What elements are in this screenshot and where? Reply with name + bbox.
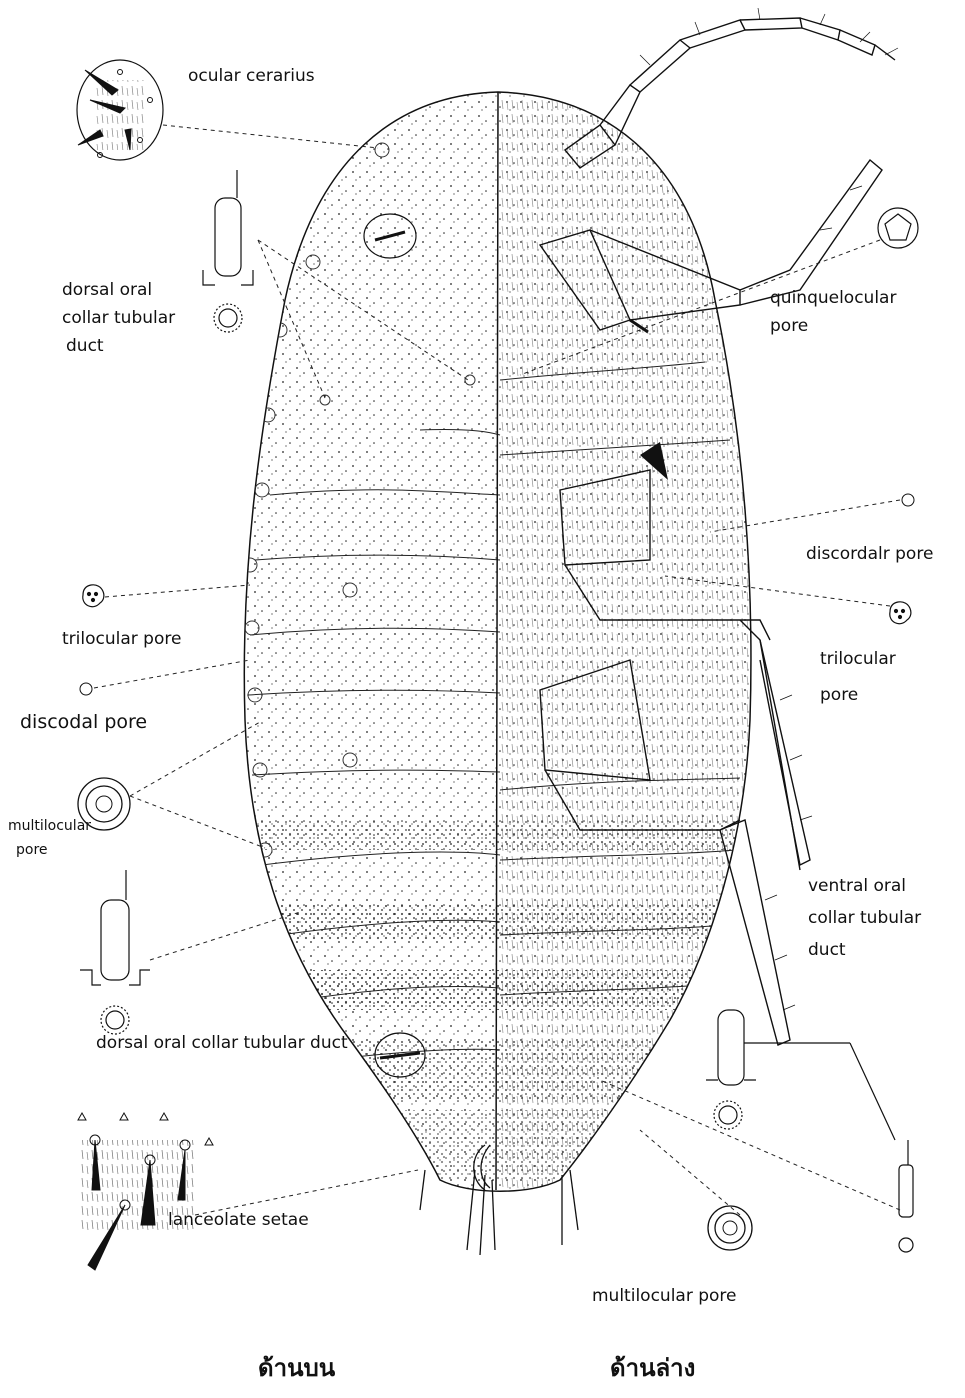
label-multilocular-pore-bottom: multilocular pore (592, 1282, 737, 1310)
label-line: dorsal oral (62, 276, 175, 304)
label-line: quinquelocular (770, 284, 896, 312)
discoidal-pore-icon-right (902, 494, 914, 506)
ocular-cerarius-inset (77, 60, 163, 160)
trilocular-pore-icon-left (83, 585, 104, 607)
label-line: collar tubular (62, 304, 175, 332)
label-trilocular-pore-right: trilocular pore (820, 645, 896, 709)
discoidal-pore-icon-left (80, 683, 92, 695)
caption-ventral-view: ด้านล่าง (610, 1354, 695, 1382)
label-ventral-oral-collar-tubular-duct: ventral oral collar tubular duct (808, 872, 921, 964)
label-dorsal-oral-collar-tubular-duct-bottom: dorsal oral collar tubular duct (96, 1029, 348, 1057)
label-line: pore (770, 312, 896, 340)
label-line: collar tubular (808, 900, 921, 932)
label-dorsal-oral-collar-tubular-duct-top: dorsal oral collar tubular duct (62, 276, 175, 360)
label-line: trilocular (820, 645, 896, 673)
label-line: pore (8, 838, 91, 862)
quinquelocular-pore-icon (878, 208, 918, 248)
label-line: ventral oral (808, 872, 921, 900)
lanceolate-setae-inset (78, 1113, 213, 1270)
label-line: pore (820, 673, 896, 709)
oral-collar-duct-inset-top (203, 170, 253, 332)
label-quinquelocular-pore: quinquelocular pore (770, 284, 896, 340)
label-discordalr-pore: discordalr pore (806, 540, 933, 568)
label-discodal-pore: discodal pore (20, 708, 147, 736)
label-line: duct (62, 332, 175, 360)
label-ocular-cerarius: ocular cerarius (188, 62, 315, 90)
label-line: multilocular (8, 814, 91, 838)
multilocular-pore-icon-bottom (708, 1206, 752, 1250)
ventral-oral-collar-duct-inset (706, 1010, 913, 1252)
label-line: duct (808, 932, 921, 964)
trilocular-pore-icon-right (890, 602, 911, 624)
label-lanceolate-setae: lanceolate setae (168, 1206, 309, 1234)
antenna (565, 8, 898, 168)
oral-collar-duct-inset-bottom (80, 870, 150, 1034)
label-multilocular-pore-left: multilocular pore (8, 814, 91, 862)
label-trilocular-pore-left: trilocular pore (62, 625, 181, 653)
caption-dorsal-view: ด้านบน (258, 1354, 335, 1382)
